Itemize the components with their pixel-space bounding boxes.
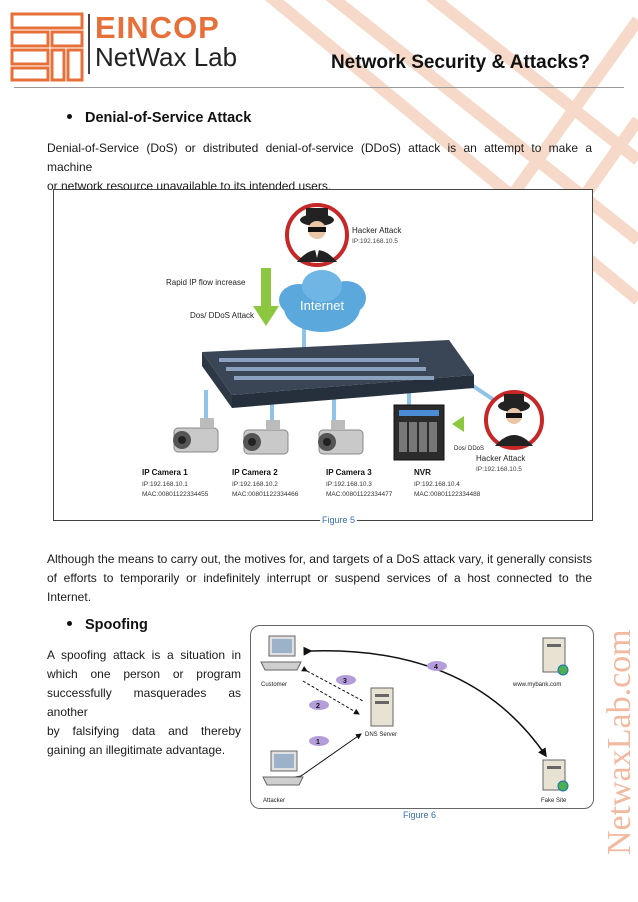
arrow-1 bbox=[295, 733, 362, 782]
attacker-computer-icon bbox=[262, 750, 304, 786]
spoofing-diagram: 4 3 2 1 Customer Attacker DNS Server bbox=[260, 635, 569, 804]
heading-spoofing: Spoofing bbox=[67, 617, 148, 633]
flow-label: Rapid IP flow increase bbox=[166, 278, 246, 287]
figure-6: 4 3 2 1 Customer Attacker DNS Server bbox=[250, 625, 594, 809]
logo-line-1: EINCOP bbox=[95, 10, 220, 45]
dos-after: Although the means to carry out, the mot… bbox=[47, 550, 592, 607]
spoofing-line-5: gaining an illegitimate advantage. bbox=[47, 743, 226, 757]
ip-camera-2-icon bbox=[243, 420, 289, 455]
document-title: Network Security & Attacks? bbox=[330, 52, 590, 73]
step-3-label: 3 bbox=[343, 678, 347, 685]
customer-computer-icon bbox=[260, 635, 302, 671]
header-divider bbox=[14, 87, 624, 88]
dns-server-icon bbox=[370, 687, 394, 727]
ip-camera-1-icon bbox=[173, 418, 219, 453]
logo-divider bbox=[88, 14, 90, 74]
svg-text:IP:192.168.10.3: IP:192.168.10.3 bbox=[326, 481, 372, 488]
figure-6-caption: Figure 6 bbox=[403, 810, 437, 820]
svg-text:IP Camera 1: IP Camera 1 bbox=[142, 468, 188, 477]
svg-text:IP Camera 2: IP Camera 2 bbox=[232, 468, 278, 477]
network-switch-icon bbox=[202, 340, 474, 408]
small-arrow-icon bbox=[452, 416, 464, 432]
svg-text:IP Camera 3: IP Camera 3 bbox=[326, 468, 372, 477]
heading-spoofing-text: Spoofing bbox=[85, 617, 148, 633]
hacker-top-ip: IP:192.168.10.5 bbox=[352, 238, 398, 245]
heading-dos: Denial-of-Service Attack bbox=[67, 110, 251, 126]
cloud-label: Internet bbox=[300, 298, 344, 313]
arrow-4 bbox=[303, 646, 547, 758]
dos-intro: Denial-of-Service (DoS) or distributed d… bbox=[47, 139, 592, 196]
spoofing-text: A spoofing attack is a situation in whic… bbox=[47, 646, 241, 760]
bank-label: www.mybank.com bbox=[512, 682, 561, 688]
dos-diagram: Hacker Attack IP:192.168.10.5 Rapid IP f… bbox=[142, 203, 544, 498]
customer-label: Customer bbox=[261, 682, 287, 688]
svg-text:MAC:00801122334466: MAC:00801122334466 bbox=[232, 491, 299, 498]
dos-after-line-1: Although the means to carry out, the mot… bbox=[47, 552, 592, 566]
arrow-3 bbox=[301, 665, 364, 702]
bullet-icon bbox=[67, 113, 72, 119]
bank-server-icon bbox=[542, 637, 569, 676]
hacker-top-icon bbox=[285, 203, 349, 267]
svg-text:IP:192.168.10.2: IP:192.168.10.2 bbox=[232, 481, 278, 488]
nvr-side-label: Dos/ DDoS bbox=[454, 446, 484, 452]
logo-line-2: NetWax Lab bbox=[95, 42, 238, 72]
dns-label: DNS Server bbox=[365, 732, 397, 738]
device-label-4: NVR IP:192.168.10.4 MAC:00801122334488 bbox=[414, 468, 481, 498]
dos-after-line-3: Internet. bbox=[47, 590, 92, 604]
down-arrow-icon bbox=[253, 268, 279, 326]
cloud-icon bbox=[279, 270, 366, 332]
svg-text:NVR: NVR bbox=[414, 468, 431, 477]
bullet-icon bbox=[67, 620, 72, 626]
spoofing-line-2: which one person or program bbox=[47, 667, 241, 681]
step-4-label: 4 bbox=[434, 664, 438, 671]
spoofing-line-4: by falsifying data and thereby bbox=[47, 724, 241, 738]
step-1-label: 1 bbox=[316, 739, 320, 746]
figure-5: Hacker Attack IP:192.168.10.5 Rapid IP f… bbox=[53, 189, 593, 521]
hacker-top-title: Hacker Attack bbox=[352, 226, 402, 235]
spoofing-line-3: successfully masquerades as another bbox=[47, 686, 241, 719]
attacker-label: Attacker bbox=[263, 798, 285, 804]
logo-mark-icon bbox=[10, 12, 84, 82]
hacker-side-icon bbox=[484, 390, 544, 450]
dos-intro-line-1: Denial-of-Service (DoS) or distributed d… bbox=[47, 141, 592, 174]
svg-text:IP:192.168.10.1: IP:192.168.10.1 bbox=[142, 481, 188, 488]
watermark: NetwaxLab.com bbox=[601, 629, 638, 855]
hacker-side-title: Hacker Attack bbox=[476, 454, 526, 463]
figure-5-caption: Figure 5 bbox=[320, 515, 358, 525]
fake-site-server-icon bbox=[542, 759, 569, 792]
device-label-2: IP Camera 2 IP:192.168.10.2 MAC:00801122… bbox=[232, 468, 299, 498]
device-label-3: IP Camera 3 IP:192.168.10.3 MAC:00801122… bbox=[326, 468, 393, 498]
svg-text:MAC:00801122334477: MAC:00801122334477 bbox=[326, 491, 393, 498]
dos-after-line-2: of efforts to temporarily or indefinitel… bbox=[47, 571, 592, 585]
fake-site-label: Fake Site bbox=[541, 798, 567, 804]
device-label-1: IP Camera 1 IP:192.168.10.1 MAC:00801122… bbox=[142, 468, 209, 498]
attack-label: Dos/ DDoS Attack bbox=[190, 311, 255, 320]
svg-text:NetwaxLab.com: NetwaxLab.com bbox=[601, 629, 638, 855]
arrow-2 bbox=[302, 680, 360, 715]
hacker-side-ip: IP:192.168.10.5 bbox=[476, 466, 522, 473]
svg-text:MAC:00801122334488: MAC:00801122334488 bbox=[414, 491, 481, 498]
nvr-icon bbox=[393, 404, 445, 461]
ip-camera-3-icon bbox=[318, 420, 364, 455]
svg-text:IP:192.168.10.4: IP:192.168.10.4 bbox=[414, 481, 460, 488]
spoofing-line-1: A spoofing attack is a situation in bbox=[47, 648, 241, 662]
svg-text:MAC:00801122334455: MAC:00801122334455 bbox=[142, 491, 209, 498]
step-2-label: 2 bbox=[316, 703, 320, 710]
heading-dos-text: Denial-of-Service Attack bbox=[85, 110, 252, 126]
